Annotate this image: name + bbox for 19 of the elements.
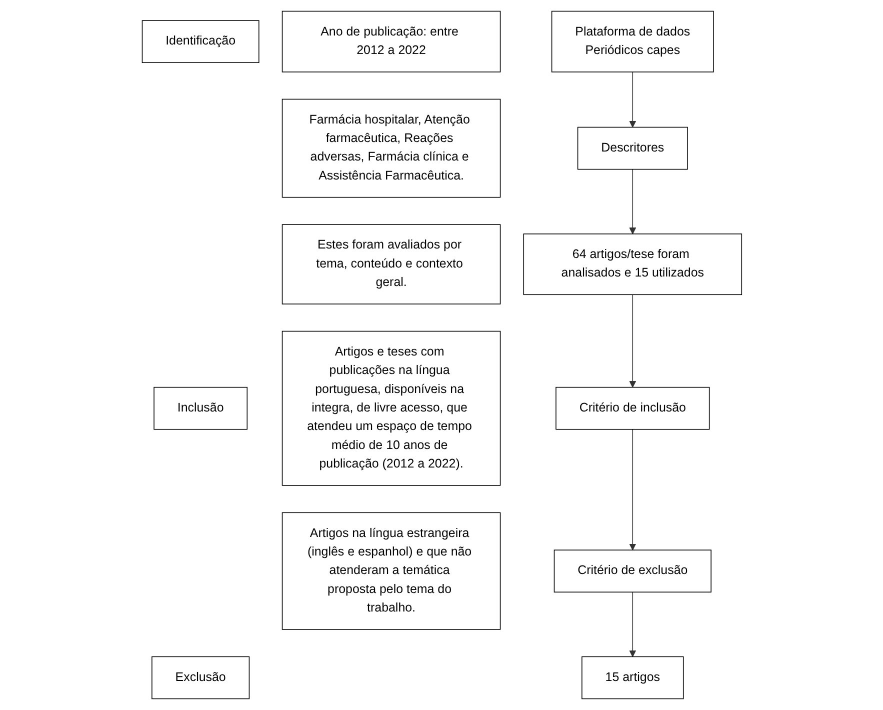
node-box: Artigos na língua estrangeira (inglês e espanhol) e que não atenderam a temática proposta pelo tema do trabalho. bbox=[281, 512, 500, 630]
node-box: Exclusão bbox=[151, 656, 250, 700]
node-box: Estes foram avaliados por tema, conteúdo e contexto geral. bbox=[281, 224, 500, 304]
node-box: Critério de inclusão bbox=[555, 386, 710, 430]
arrow bbox=[628, 428, 636, 550]
arrow bbox=[628, 294, 636, 388]
node-box: Ano de publicação: entre 2012 a 2022 bbox=[281, 10, 500, 72]
node-box: Artigos e teses com publicações na língua portuguesa, disponíveis na integra, de livre acesso, que atendeu um espaço de tempo médio de 10 anos de publicação (2012 a 2022). bbox=[281, 330, 500, 486]
node-box: Identificação bbox=[141, 20, 259, 63]
node-box: Farmácia hospitalar, Atenção farmacêutica, Reações adversas, Farmácia clínica e Assistência Farmacêutica. bbox=[281, 98, 500, 198]
arrow bbox=[628, 168, 636, 234]
node-box: Inclusão bbox=[153, 386, 248, 430]
arrow bbox=[628, 72, 636, 128]
arrow bbox=[628, 592, 636, 658]
node-box: Plataforma de dados Periódicos capes bbox=[550, 10, 714, 72]
node-box: 15 artigos bbox=[581, 656, 684, 700]
node-box: Descritores bbox=[576, 126, 688, 170]
node-box: 64 artigos/tese foram analisados e 15 utilizados bbox=[522, 234, 742, 296]
node-box: Critério de exclusão bbox=[553, 550, 711, 592]
